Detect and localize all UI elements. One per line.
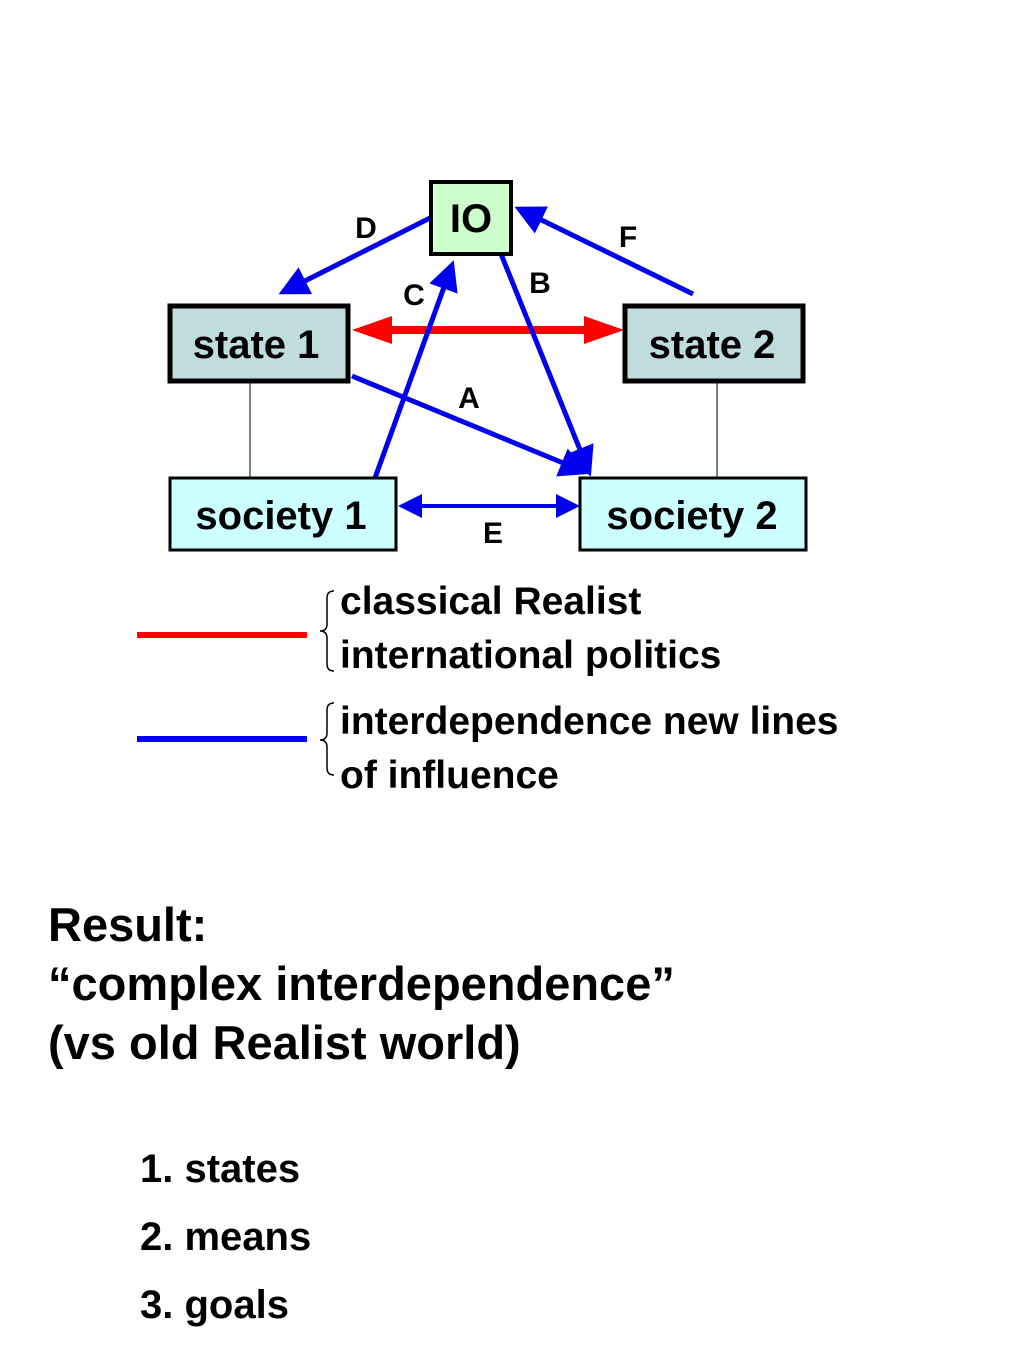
arrow-c-society1-to-io (372, 260, 458, 479)
edge-label-e: E (483, 517, 503, 550)
result-list: 1. states 2. means 3. goals (140, 1135, 311, 1339)
node-society1-label: society 1 (195, 494, 366, 538)
arrow-a-state1-to-society2 (351, 373, 590, 477)
result-line-1: Result: (48, 898, 208, 951)
edge-label-c: C (403, 279, 425, 312)
legend-realist-line2: international politics (340, 634, 721, 677)
legend-realist-line1: classical Realist (340, 580, 641, 623)
edge-label-b: B (529, 267, 551, 300)
node-society1-box (168, 476, 398, 552)
list-item: 2. means (140, 1215, 312, 1259)
node-io-box (429, 180, 513, 256)
result-heading: Result: “complex interdependence” (vs ol… (48, 895, 675, 1072)
edge-label-f: F (619, 221, 637, 254)
realist-arrowhead-right (584, 316, 624, 344)
list-item: 3. goals (140, 1283, 289, 1327)
legend-realist-brace (319, 590, 335, 672)
realist-arrowhead-left (352, 316, 392, 344)
realist-arrow-state1-state2 (352, 316, 624, 344)
node-state2-label: state 2 (649, 323, 776, 367)
node-io: IO (429, 180, 513, 256)
node-io-label: IO (450, 197, 492, 241)
result-line-2: “complex interdependence” (48, 957, 675, 1010)
node-state1: state 1 (167, 303, 351, 384)
node-society2-label: society 2 (606, 494, 777, 538)
arrow-b-io-to-society2 (498, 253, 594, 477)
list-item: 1. states (140, 1147, 301, 1191)
result-line-3: (vs old Realist world) (48, 1016, 521, 1069)
legend-interdependence-brace (319, 702, 335, 776)
edge-label-a: A (458, 382, 480, 415)
arrow-d-io-to-state1 (278, 214, 434, 295)
node-state2-box (622, 303, 806, 384)
legend: classical Realist international politics… (137, 580, 838, 797)
node-society2: society 2 (578, 476, 808, 552)
node-state1-label: state 1 (193, 323, 320, 367)
legend-interdependence-line2: of influence (340, 754, 559, 797)
node-society1: society 1 (168, 476, 398, 552)
legend-interdependence-line1: interdependence new lines (340, 700, 838, 743)
node-society2-box (578, 476, 808, 552)
node-state1-box (167, 303, 351, 384)
arrow-f-state2-to-io (514, 206, 695, 297)
node-state2: state 2 (622, 303, 806, 384)
edge-label-d: D (355, 212, 377, 245)
